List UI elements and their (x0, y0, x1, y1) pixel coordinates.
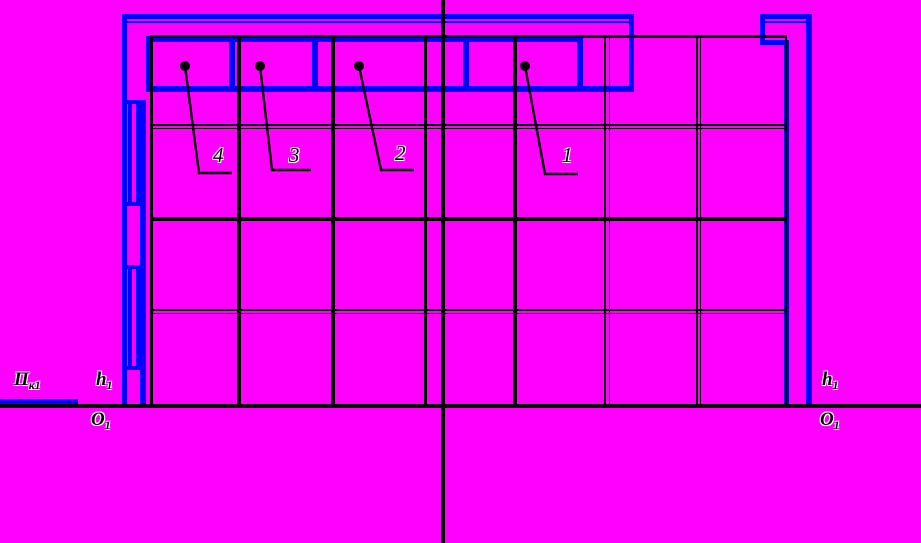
rebar-right-column-cap-left (760, 14, 765, 44)
baseline-ground-line (0, 404, 921, 408)
callout-number-4: 4 (213, 143, 224, 167)
rebar-left-stirrup-a-right (136, 104, 140, 205)
rebar-left-stirrup-b-bottom (122, 366, 146, 370)
rebar-top-outer-horizontal (122, 14, 634, 19)
rebar-top-outer-horizontal-inner (127, 21, 630, 23)
grid-vline-8 (696, 35, 698, 407)
grid-vline-2 (237, 35, 241, 407)
grid-vline-1 (150, 35, 153, 407)
callout-dot-4 (180, 61, 190, 71)
rebar-left-stirrup-b-top (122, 265, 146, 269)
rebar-band-left-edge (146, 36, 152, 92)
rebar-band-divider-3 (463, 36, 469, 92)
rebar-right-column-shoulder (760, 40, 789, 45)
label-right-height-main: h (822, 369, 833, 390)
grid-vline-7 (604, 35, 606, 407)
rebar-band-right-edge (577, 36, 583, 92)
center-symmetry-axis (441, 0, 445, 543)
grid-hline-4 (150, 309, 787, 311)
rebar-left-stirrup-a-left (128, 104, 132, 205)
callout-dot-1 (520, 61, 530, 71)
rebar-top-outer-right-vertical (629, 14, 634, 39)
rebar-band-top-edge (146, 36, 583, 42)
rebar-left-stirrup-b-right (136, 269, 140, 370)
grid-hline-2b (150, 128, 787, 129)
rebar-top-outer-left-vertical (122, 14, 127, 104)
label-left-height-main: h (96, 369, 107, 390)
rebar-left-column-inner (140, 100, 146, 408)
rebar-band-bottom-edge (146, 86, 583, 92)
grid-hline-4b (150, 313, 787, 314)
callout-dot-2 (354, 61, 364, 71)
grid-hline-3 (150, 217, 787, 221)
label-right-origin-sub: 1 (833, 418, 840, 432)
grid-vline-9 (785, 35, 787, 407)
label-datum-pk1-sub: к1 (28, 378, 41, 392)
callout-dot-3 (255, 61, 265, 71)
rebar-band-divider-1 (229, 36, 235, 92)
label-left-height-sub: 1 (106, 378, 113, 392)
label-datum-pk1-main: П (14, 369, 29, 390)
grid-vline-4 (424, 35, 427, 407)
label-left-origin-sub: 1 (104, 418, 111, 432)
grid-hline-top (150, 35, 787, 38)
grid-vline-6 (513, 35, 517, 407)
label-datum-pk1: Пк1 (14, 369, 41, 392)
rebar-right-column-cap-inner (765, 21, 807, 23)
callout-number-1: 1 (562, 143, 573, 167)
grid-vline-7b (609, 35, 610, 407)
label-right-origin-main: O (820, 409, 834, 430)
grid-hline-2 (150, 124, 787, 126)
rebar-left-column-outer (122, 100, 127, 408)
label-left-origin-main: O (91, 409, 105, 430)
label-right-height-h1: h1 (822, 369, 839, 392)
label-right-origin-o1: O1 (820, 409, 840, 432)
grid-vline-3 (331, 35, 335, 407)
callout-leader-4 (183, 65, 232, 175)
callout-number-3: 3 (289, 143, 300, 167)
rebar-right-column-cap (760, 14, 812, 19)
callout-number-2: 2 (395, 141, 406, 165)
label-left-height-h1: h1 (96, 369, 113, 392)
label-left-origin-o1: O1 (91, 409, 111, 432)
rebar-left-stirrup-b-left (128, 269, 132, 370)
rebar-band-divider-2 (312, 36, 318, 92)
callout-leader-3 (258, 65, 311, 172)
rebar-right-column-outer (806, 14, 812, 408)
rebar-left-stirrup-a-top (122, 100, 146, 104)
rebar-right-step-vertical (629, 39, 634, 92)
grid-vline-8b (700, 35, 701, 407)
rebar-left-stirrup-a-bottom (122, 202, 146, 206)
label-right-height-sub: 1 (832, 378, 839, 392)
